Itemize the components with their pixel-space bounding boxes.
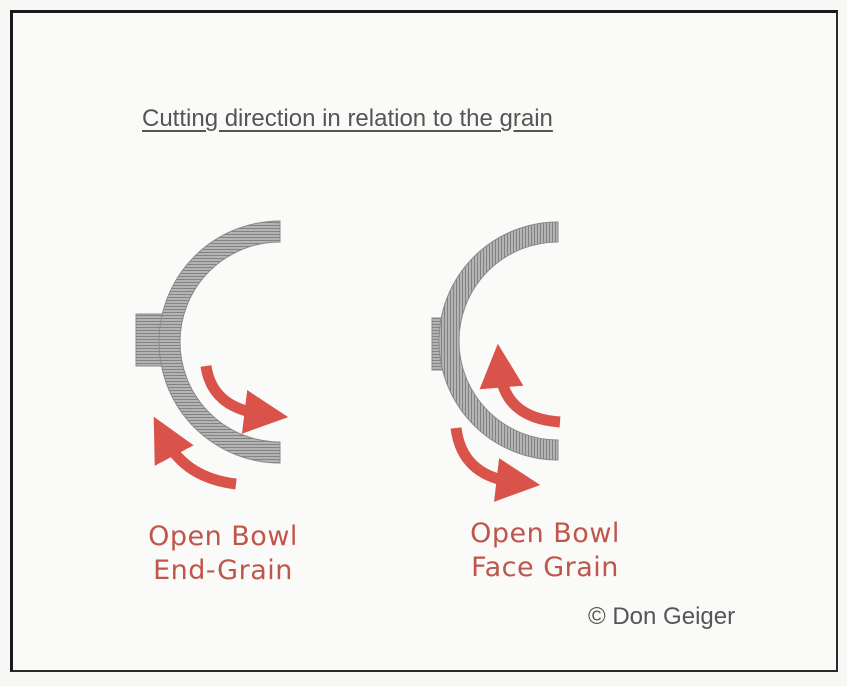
- caption-line-2: Face Grain: [471, 552, 619, 583]
- bowl-wall: [158, 220, 281, 464]
- caption-line-1: Open Bowl: [470, 518, 620, 549]
- arrow-outside-up-icon: [153, 416, 237, 490]
- arrow-outside-down-icon: [450, 427, 541, 502]
- arrow-inside-up-icon: [479, 343, 561, 428]
- end-grain-caption: Open Bowl End-Grain: [138, 520, 308, 588]
- caption-line-2: End-Grain: [153, 555, 293, 586]
- caption-line-1: Open Bowl: [148, 521, 298, 552]
- copyright-notice: © Don Geiger: [588, 603, 736, 630]
- end-grain-bowl: [135, 220, 281, 464]
- arrow-inside-down-icon: [200, 364, 289, 434]
- bowl-wall: [438, 221, 559, 461]
- face-grain-caption: Open Bowl Face Grain: [455, 517, 635, 585]
- face-grain-bowl: [431, 221, 559, 461]
- diagram-title: Cutting direction in relation to the gra…: [142, 105, 553, 132]
